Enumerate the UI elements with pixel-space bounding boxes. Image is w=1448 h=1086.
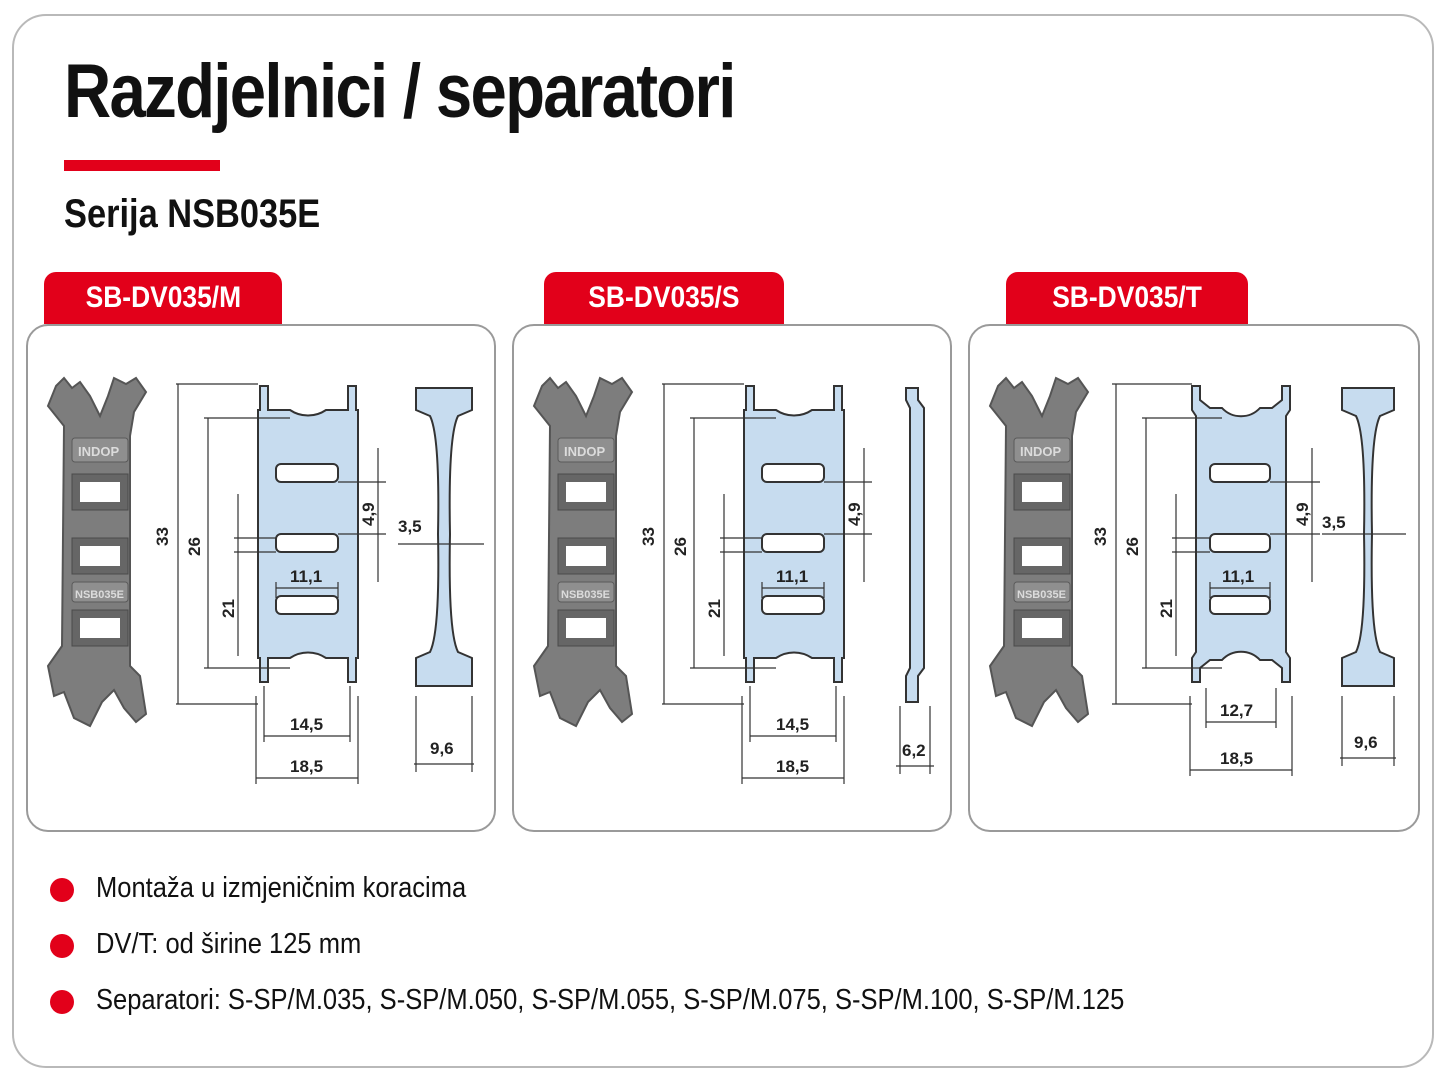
bullet-dot-icon (50, 878, 74, 902)
front-view-drawing (743, 385, 845, 683)
dim-total-width: 18,5 (290, 757, 323, 776)
dim-inner-width: 14,5 (776, 715, 809, 734)
page-title: Razdjelnici / separatori (64, 49, 736, 134)
front-view-drawing (257, 385, 359, 683)
product-label: SB-DV035/S (588, 281, 740, 314)
product-panel-m: INDOP NSB035E 33 26 21 4,9 11,1 3,5 14,5… (26, 324, 496, 832)
separator-photo: INDOP NSB035E (46, 376, 148, 728)
product-tab-s: SB-DV035/S (544, 272, 784, 324)
dim-slot-width: 11,1 (290, 567, 322, 586)
dim-lower: 21 (705, 599, 724, 618)
indop-mark: INDOP (1020, 444, 1062, 459)
dimension-lines (662, 383, 872, 784)
drawing-t: INDOP NSB035E 33 26 21 4,9 11,1 3,5 12,7… (988, 376, 1406, 776)
product-panel-t: INDOP NSB035E 33 26 21 4,9 11,1 3,5 12,7… (968, 324, 1420, 832)
title-underline (64, 160, 220, 171)
side-view-drawing (1341, 387, 1395, 687)
dim-height: 33 (153, 527, 172, 546)
dimension-lines (1112, 383, 1320, 776)
front-view-drawing (1191, 385, 1291, 683)
separator-photo: INDOP NSB035E (988, 376, 1090, 728)
drawing-m: INDOP NSB035E 33 26 21 4,9 11,1 3,5 14,5… (46, 376, 484, 784)
dim-height: 33 (639, 527, 658, 546)
dimension-lines (176, 383, 386, 784)
series-mark: NSB035E (75, 589, 124, 601)
side-view-drawing (905, 387, 925, 703)
product-tab-m: SB-DV035/M (44, 272, 282, 324)
dim-lower: 21 (1157, 599, 1176, 618)
product-panel-s: INDOP NSB035E 33 26 21 4,9 11,1 14,5 18,… (512, 324, 952, 832)
drawing-s: INDOP NSB035E 33 26 21 4,9 11,1 14,5 18,… (532, 376, 934, 784)
dim-slot-gap: 4,9 (1293, 502, 1312, 526)
dim-thickness: 3,5 (398, 517, 422, 536)
dim-slot-gap: 4,9 (359, 502, 378, 526)
dim-inner: 26 (1123, 537, 1142, 556)
series-subtitle: Serija NSB035E (64, 192, 321, 236)
dim-total-width: 18,5 (1220, 749, 1253, 768)
dim-inner-width: 12,7 (1220, 701, 1253, 720)
dim-thickness: 3,5 (1322, 513, 1346, 532)
dim-inner: 26 (671, 537, 690, 556)
bullet-dot-icon (50, 990, 74, 1014)
bullet-dot-icon (50, 934, 74, 958)
dim-slot-width: 11,1 (776, 567, 808, 586)
series-mark: NSB035E (1017, 589, 1066, 601)
dim-inner: 26 (185, 537, 204, 556)
dim-side-width: 9,6 (430, 739, 454, 758)
dim-total-width: 18,5 (776, 757, 809, 776)
dim-inner-width: 14,5 (290, 715, 323, 734)
dim-lower: 21 (219, 599, 238, 618)
product-tab-t: SB-DV035/T (1006, 272, 1248, 324)
indop-mark: INDOP (78, 444, 120, 459)
dim-side-width: 9,6 (1354, 733, 1378, 752)
dim-height: 33 (1091, 527, 1110, 546)
dim-slot-width: 11,1 (1222, 567, 1254, 586)
dim-slot-gap: 4,9 (845, 502, 864, 526)
product-label: SB-DV035/M (85, 281, 241, 314)
product-label: SB-DV035/T (1052, 281, 1202, 314)
dim-side-width: 6,2 (902, 741, 926, 760)
series-mark: NSB035E (561, 589, 610, 601)
indop-mark: INDOP (564, 444, 606, 459)
separator-photo: INDOP NSB035E (532, 376, 634, 728)
side-view-drawing (415, 387, 473, 687)
